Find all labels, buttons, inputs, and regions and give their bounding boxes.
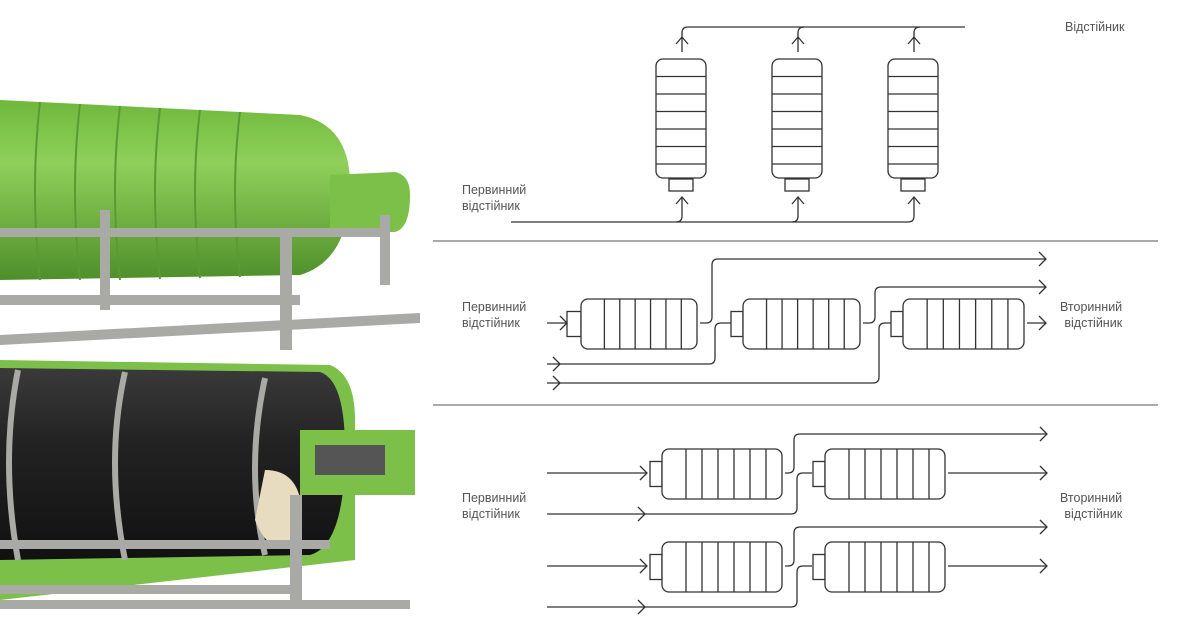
tank-inlet bbox=[784, 178, 810, 192]
flow-line bbox=[863, 286, 1046, 324]
flow-line bbox=[547, 565, 812, 608]
arrow-head-icon bbox=[791, 196, 805, 205]
biodisc-tank bbox=[742, 298, 861, 350]
output-label: Вторинний відстійник bbox=[1060, 490, 1122, 522]
output-label-line2: відстійник bbox=[1064, 507, 1123, 521]
flow-line bbox=[681, 26, 965, 52]
arrow-head-icon bbox=[1038, 315, 1047, 331]
flow-line bbox=[676, 197, 799, 223]
biodisc-tank bbox=[902, 298, 1025, 350]
flow-line bbox=[511, 197, 683, 223]
green-biodisc-unit bbox=[0, 100, 420, 350]
tank-inlet bbox=[668, 178, 694, 192]
tank-inlet bbox=[812, 553, 826, 581]
flow-line bbox=[700, 258, 1046, 324]
output-label-line1: Вторинний bbox=[1060, 300, 1123, 314]
tank-inlet bbox=[566, 310, 582, 338]
output-label: Вторинний відстійник bbox=[1060, 299, 1122, 331]
arrow-head-icon bbox=[675, 196, 689, 205]
flow-line bbox=[785, 526, 1047, 567]
input-label-line1: Первинний bbox=[462, 183, 527, 197]
input-label: Первинний відстійник bbox=[462, 299, 526, 331]
dark-rotor-unit bbox=[0, 360, 415, 609]
input-label: Первинний відстійник bbox=[462, 182, 526, 214]
arrow-head-icon bbox=[1038, 279, 1047, 295]
flow-line bbox=[792, 197, 915, 223]
series-parallel-scheme bbox=[547, 426, 1048, 615]
flow-line bbox=[797, 26, 805, 52]
tank-inlet bbox=[649, 460, 663, 488]
biodisc-tank bbox=[661, 448, 783, 500]
product-illustrations bbox=[0, 100, 420, 609]
arrow-head-icon bbox=[637, 506, 646, 522]
biodisc-tank bbox=[824, 541, 946, 593]
biodisc-tank bbox=[887, 58, 939, 179]
output-label: Відстійник bbox=[1065, 20, 1125, 34]
arrow-head-icon bbox=[907, 196, 921, 205]
flow-line bbox=[913, 26, 921, 52]
input-label-line2: відстійник bbox=[462, 507, 520, 521]
biodisc-tank bbox=[824, 448, 946, 500]
arrow-head-icon bbox=[559, 315, 568, 331]
output-label-line1: Вторинний bbox=[1060, 491, 1123, 505]
arrow-head-icon bbox=[552, 356, 561, 372]
input-label-line2: відстійник bbox=[462, 316, 520, 330]
input-label-line1: Первинний bbox=[462, 491, 527, 505]
biodisc-tank bbox=[661, 541, 783, 593]
arrow-head-icon bbox=[1039, 519, 1048, 535]
parallel-scheme bbox=[511, 26, 965, 223]
biodisc-tank bbox=[580, 298, 698, 350]
biodisc-tank bbox=[655, 58, 707, 179]
output-label-line2: відстійник bbox=[1064, 316, 1123, 330]
arrow-head-icon bbox=[1039, 426, 1048, 442]
tank-inlet bbox=[890, 310, 904, 338]
tank-inlet bbox=[730, 310, 744, 338]
arrow-head-icon bbox=[552, 375, 561, 391]
series-scheme bbox=[547, 251, 1047, 391]
input-label: Первинний відстійник bbox=[462, 490, 526, 522]
arrow-head-icon bbox=[907, 36, 921, 45]
flow-line bbox=[547, 322, 731, 365]
input-label-line1: Первинний bbox=[462, 300, 527, 314]
tank-inlet bbox=[649, 553, 663, 581]
arrow-head-icon bbox=[637, 599, 646, 615]
biodisc-tank bbox=[771, 58, 823, 179]
tank-inlet bbox=[812, 460, 826, 488]
arrow-head-icon bbox=[791, 36, 805, 45]
flow-line bbox=[785, 433, 1047, 474]
arrow-head-icon bbox=[639, 465, 648, 481]
arrow-head-icon bbox=[639, 558, 648, 574]
arrow-head-icon bbox=[1038, 251, 1047, 267]
arrow-head-icon bbox=[675, 36, 689, 45]
flow-line bbox=[547, 472, 812, 515]
input-label-line2: відстійник bbox=[462, 199, 520, 213]
flow-line bbox=[547, 322, 891, 384]
arrow-head-icon bbox=[1039, 465, 1048, 481]
arrow-head-icon bbox=[1039, 558, 1048, 574]
tank-inlet bbox=[900, 178, 926, 192]
